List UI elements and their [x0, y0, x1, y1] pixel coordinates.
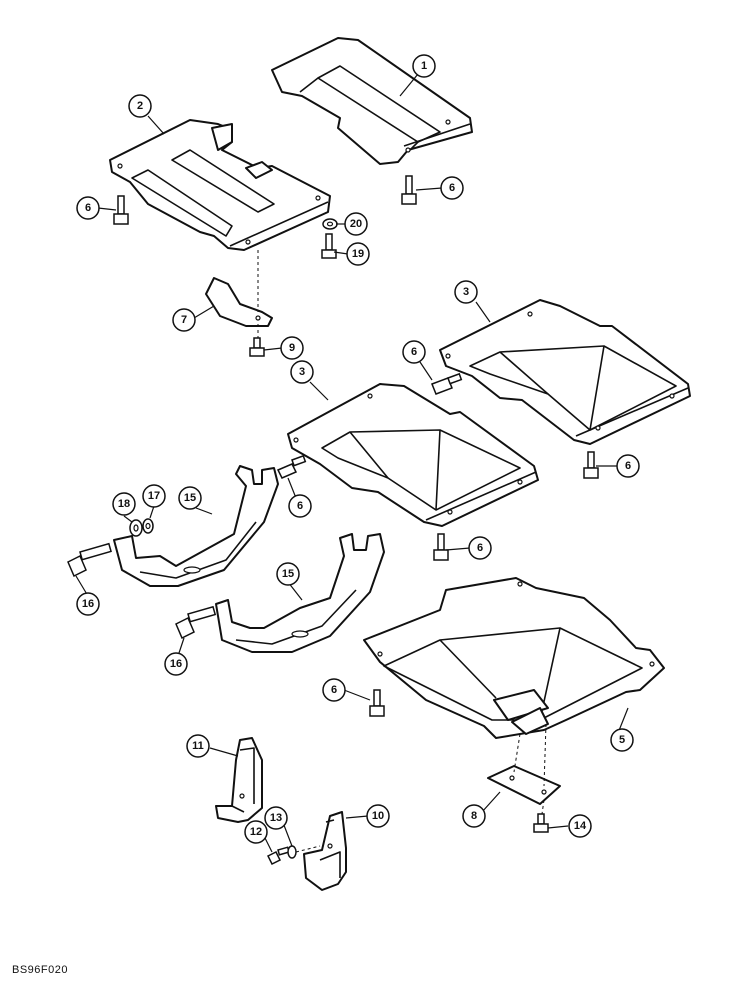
callout-18: 18 [112, 492, 136, 516]
callout-13: 13 [264, 806, 288, 830]
svg-text:3: 3 [299, 366, 305, 378]
callout-11: 11 [186, 734, 210, 758]
washer-20 [322, 218, 338, 230]
callout-6-b: 6 [440, 176, 464, 200]
svg-text:6: 6 [85, 202, 91, 214]
bolt-16-a [67, 542, 112, 578]
assembly-lines [257, 250, 547, 853]
svg-text:6: 6 [625, 460, 631, 472]
shield-part-2 [109, 119, 331, 251]
bolt-16-b [175, 605, 217, 640]
bracket-part-7 [205, 277, 273, 327]
svg-text:12: 12 [250, 826, 262, 838]
washer-18 [129, 519, 143, 537]
svg-text:11: 11 [192, 740, 204, 752]
svg-text:7: 7 [181, 314, 187, 326]
svg-text:18: 18 [118, 498, 130, 510]
callout-6-g: 6 [322, 678, 346, 702]
svg-text:17: 17 [148, 490, 160, 502]
svg-text:16: 16 [170, 658, 182, 670]
bracket-part-10 [303, 811, 347, 891]
callout-16-b: 16 [164, 652, 188, 676]
shield-part-1 [271, 37, 473, 165]
svg-text:6: 6 [449, 182, 455, 194]
callout-19: 19 [346, 242, 370, 266]
callout-6-f: 6 [468, 536, 492, 560]
svg-text:15: 15 [184, 492, 196, 504]
callout-20: 20 [344, 212, 368, 236]
svg-text:13: 13 [270, 812, 282, 824]
bolt-6-e [583, 451, 599, 479]
plate-part-8 [487, 765, 561, 805]
bolt-6-c [431, 372, 463, 395]
svg-text:6: 6 [297, 500, 303, 512]
svg-text:6: 6 [411, 346, 417, 358]
shield-part-3-center [287, 383, 539, 527]
svg-text:5: 5 [619, 734, 625, 746]
figure-code: BS96F020 [12, 964, 68, 976]
nut-17 [142, 518, 154, 534]
callout-17: 17 [142, 484, 166, 508]
svg-text:9: 9 [289, 342, 295, 354]
bolt-6-a [113, 195, 129, 225]
callout-2: 2 [128, 94, 152, 118]
strap-part-15-lower [215, 533, 385, 653]
bolt-6-f [433, 533, 449, 561]
bolt-6-g [369, 689, 385, 717]
callout-5: 5 [610, 728, 634, 752]
callout-9: 9 [280, 336, 304, 360]
svg-text:1: 1 [421, 60, 427, 72]
callout-10: 10 [366, 804, 390, 828]
callout-15-lower: 15 [276, 562, 300, 586]
svg-text:19: 19 [352, 248, 364, 260]
callout-16-a: 16 [76, 592, 100, 616]
callout-12: 12 [244, 820, 268, 844]
shield-part-3-rear [439, 299, 691, 445]
bolt-12 [266, 846, 290, 866]
callout-15-upper: 15 [178, 486, 202, 510]
callout-14: 14 [568, 814, 592, 838]
strap-part-15-upper [113, 465, 279, 587]
svg-text:6: 6 [477, 542, 483, 554]
svg-text:8: 8 [471, 810, 477, 822]
callout-3-center: 3 [290, 360, 314, 384]
svg-text:20: 20 [350, 218, 362, 230]
svg-text:2: 2 [137, 100, 143, 112]
callout-8: 8 [462, 804, 486, 828]
bolt-6-d [276, 454, 307, 479]
bolt-14 [533, 813, 549, 833]
washer-13 [287, 845, 297, 859]
bolt-9 [249, 337, 265, 357]
svg-text:16: 16 [82, 598, 94, 610]
svg-text:14: 14 [574, 820, 587, 832]
callout-6-d: 6 [288, 494, 312, 518]
svg-text:10: 10 [372, 810, 384, 822]
svg-text:3: 3 [463, 286, 469, 298]
callout-7: 7 [172, 308, 196, 332]
shield-part-5 [363, 577, 665, 739]
callout-6-a: 6 [76, 196, 100, 220]
callout-6-c: 6 [402, 340, 426, 364]
callout-6-e: 6 [616, 454, 640, 478]
bolt-6-b [401, 175, 417, 205]
bolt-19 [321, 233, 337, 259]
svg-text:6: 6 [331, 684, 337, 696]
callout-3-rear: 3 [454, 280, 478, 304]
bracket-part-11 [215, 737, 263, 823]
svg-text:15: 15 [282, 568, 294, 580]
callout-1: 1 [412, 54, 436, 78]
